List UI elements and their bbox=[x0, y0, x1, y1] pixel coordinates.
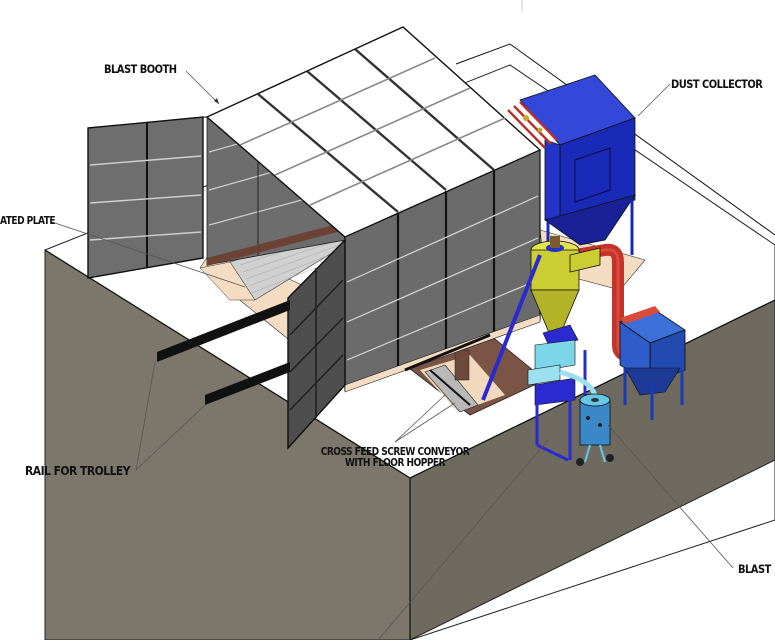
dust-collector bbox=[507, 74, 636, 270]
label-dust-collector: DUST COLLECTOR bbox=[671, 77, 763, 91]
label-blast-pot: BLAST bbox=[738, 562, 771, 576]
trolley-rails bbox=[157, 300, 290, 405]
label-perforated-plate: ATED PLATE bbox=[0, 215, 56, 227]
label-rail-for-trolley: RAIL FOR TROLLEY bbox=[25, 463, 131, 478]
booth-door-left bbox=[87, 116, 207, 279]
bucket-elevator bbox=[481, 254, 542, 401]
blast-booth bbox=[205, 26, 542, 393]
label-blast-booth: BLAST BOOTH bbox=[104, 62, 177, 76]
cyclone-separator bbox=[530, 236, 601, 336]
reclaim-hopper-stand bbox=[527, 324, 598, 462]
leader-lines bbox=[51, 70, 734, 640]
booth-door-front bbox=[287, 238, 346, 450]
cartridge-filter-unit bbox=[619, 306, 686, 420]
label-cross-feed-line2: WITH FLOOR HOPPER bbox=[344, 457, 446, 469]
label-cross-feed-line1: CROSS FEED SCREW CONVEYOR bbox=[320, 446, 470, 458]
blast-pot bbox=[576, 393, 614, 466]
